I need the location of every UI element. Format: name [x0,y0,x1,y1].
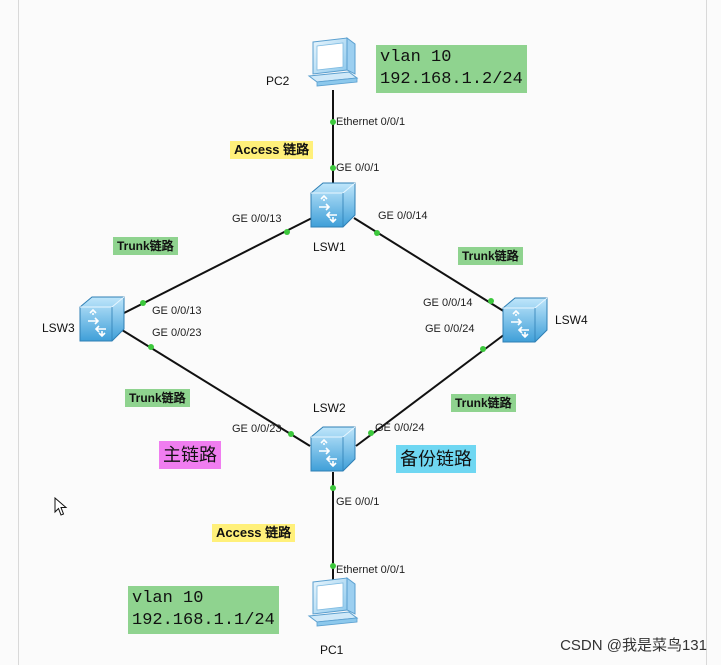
port-label-lsw2-ge1: GE 0/0/1 [336,496,380,508]
port-label-lsw3-ge13: GE 0/0/13 [152,305,202,317]
trunk-link-tag-lsw1-lsw3: Trunk链路 [113,237,178,255]
port-label-lsw4-ge14: GE 0/0/14 [423,297,473,309]
lsw2-switch-icon [310,426,356,472]
port-dot [284,229,290,235]
lsw3-switch-icon [79,296,125,342]
trunk-link-tag-lsw4-lsw2: Trunk链路 [451,394,516,412]
access-link-tag-bottom: Access 链路 [212,524,296,542]
mouse-cursor-icon [54,497,68,516]
pc1-ip: 192.168.1.1/24 [132,611,275,630]
port-label-pc1-eth: Ethernet 0/0/1 [336,564,406,576]
pc1-label: PC1 [320,643,344,657]
port-dot [140,300,146,306]
port-dots [140,119,494,569]
watermark: CSDN @我是菜鸟131 [560,637,707,654]
lsw4-label: LSW4 [555,313,588,327]
port-dot [368,430,374,436]
main-link-tag: 主链路 [159,441,221,469]
trunk-link-tag-lsw3-lsw2: Trunk链路 [125,389,190,407]
port-dot [488,298,494,304]
pc2-vlan: vlan 10 [380,48,452,67]
lsw1-switch-icon [310,182,356,228]
link-lsw4-lsw2 [355,333,506,447]
port-label-lsw3-ge23: GE 0/0/23 [152,327,202,339]
backup-link-tag: 备份链路 [396,445,476,473]
port-label-pc2-eth: Ethernet 0/0/1 [336,116,406,128]
pc1-vlan: vlan 10 [132,589,204,608]
link-lsw3-lsw2 [121,329,311,447]
pc2-ip: 192.168.1.2/24 [380,70,523,89]
link-lsw1-lsw3 [121,217,313,315]
lsw1-label: LSW1 [313,240,346,254]
pc2-icon [308,37,358,87]
port-label-lsw4-ge24: GE 0/0/24 [425,323,475,335]
pc1-icon [308,577,358,627]
port-dot [330,485,336,491]
lsw4-switch-icon [502,297,548,343]
access-link-tag-top: Access 链路 [230,141,314,159]
left-border [18,0,19,665]
pc2-info-box: vlan 10 192.168.1.2/24 [376,45,527,93]
trunk-link-tag-lsw1-lsw4: Trunk链路 [458,247,523,265]
port-dot [330,165,336,171]
port-dot [480,346,486,352]
port-dot [330,563,336,569]
port-label-lsw1-ge1: GE 0/0/1 [336,162,380,174]
port-dot [148,344,154,350]
pc1-info-box: vlan 10 192.168.1.1/24 [128,586,279,634]
pc2-label: PC2 [266,74,290,88]
port-label-lsw2-ge24: GE 0/0/24 [375,422,425,434]
port-dot [374,230,380,236]
right-border [706,0,707,665]
lsw3-label: LSW3 [42,321,75,335]
port-label-lsw2-ge23: GE 0/0/23 [232,423,282,435]
lsw2-label: LSW2 [313,401,346,415]
port-dot [330,119,336,125]
port-label-lsw1-ge13: GE 0/0/13 [232,213,282,225]
port-dot [288,431,294,437]
port-label-lsw1-ge14: GE 0/0/14 [378,210,428,222]
